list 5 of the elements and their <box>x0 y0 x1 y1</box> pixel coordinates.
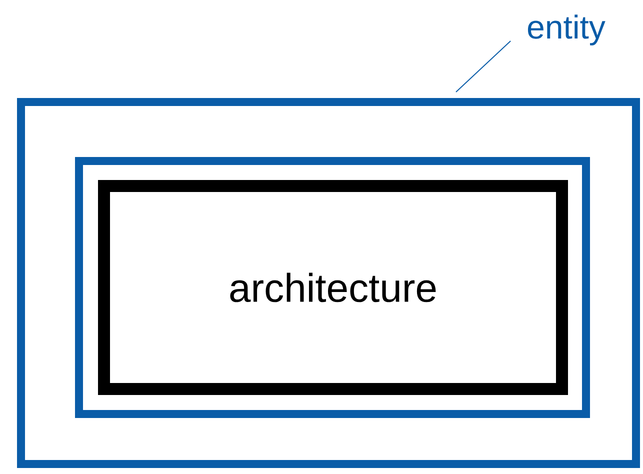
leader-line <box>456 40 512 92</box>
entity-label: entity <box>528 14 606 46</box>
architecture-box: architecture <box>98 180 568 395</box>
outer-box <box>17 98 640 468</box>
middle-box <box>75 157 590 418</box>
